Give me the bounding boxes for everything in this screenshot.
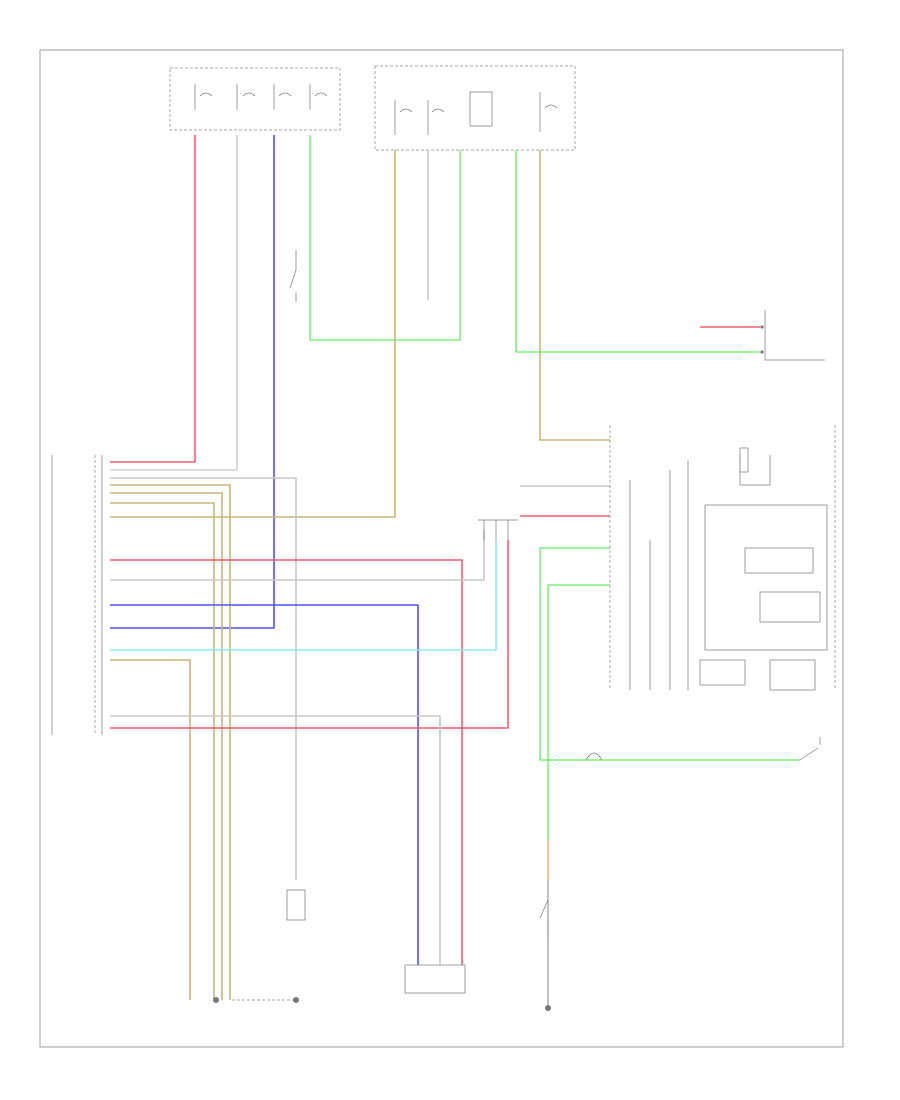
gcm-sub-block-2 (769, 659, 816, 691)
left-sensor (760, 310, 825, 361)
engine-switch (585, 752, 603, 761)
wire-green-1 (309, 135, 461, 341)
right-sensor (799, 737, 821, 761)
top-left-fuse-box (169, 67, 341, 131)
wire-gray-5 (110, 715, 441, 965)
top-right-relay-box (374, 65, 576, 151)
wire-red-3 (110, 559, 463, 965)
mil-unit (51, 455, 103, 735)
wire-gray-3 (110, 477, 297, 880)
power-control (213, 889, 306, 1003)
wire-blue-1 (110, 135, 275, 629)
connector-block (478, 519, 518, 540)
wire-green-4 (547, 584, 610, 840)
wire-gray-4 (110, 530, 485, 581)
wire-red-1 (110, 135, 196, 463)
wire-gray-1 (110, 135, 238, 471)
gauge-control-module (609, 425, 836, 691)
wire-yellow-1 (110, 150, 396, 518)
wire-green-2 (515, 150, 760, 353)
right-lower-switch (539, 899, 551, 1011)
wire-green-3 (539, 547, 800, 761)
wire-yellow-2 (539, 150, 610, 441)
wire-yellow-5 (110, 502, 215, 1000)
gcm-inner-block-2 (759, 591, 821, 623)
wire-blue-2 (110, 604, 419, 965)
gcm-sub-block-1 (699, 659, 746, 686)
brake-switch (289, 250, 297, 302)
wire-yellow-6 (110, 659, 191, 1000)
diagram-frame (39, 49, 844, 1048)
wire-yellow-4 (110, 492, 223, 1000)
wire-red-4 (110, 540, 509, 729)
gcm-inner-block-1 (744, 547, 814, 574)
wire-cyan-1 (110, 540, 497, 651)
wire-yellow-3 (110, 484, 231, 1000)
center-module (404, 964, 466, 994)
wires (110, 135, 800, 1010)
